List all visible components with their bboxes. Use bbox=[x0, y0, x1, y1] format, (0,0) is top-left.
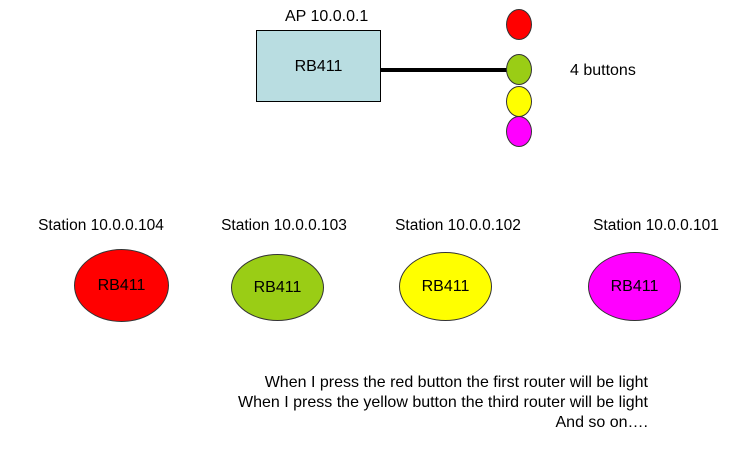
buttons-caption: 4 buttons bbox=[570, 62, 636, 79]
caption-block: When I press the red button the first ro… bbox=[148, 373, 648, 433]
yellow-button-icon[interactable] bbox=[506, 86, 532, 117]
ap-node-box: RB411 bbox=[256, 30, 381, 102]
station-node-103-label: RB411 bbox=[253, 279, 302, 296]
station-node-103: RB411 bbox=[231, 254, 324, 321]
magenta-button-icon[interactable] bbox=[506, 116, 532, 147]
station-node-102-label: RB411 bbox=[421, 278, 470, 295]
station-node-101: RB411 bbox=[588, 252, 681, 321]
caption-line-3: And so on…. bbox=[555, 414, 649, 431]
station-node-104-label: RB411 bbox=[97, 277, 146, 294]
caption-line-2: When I press the yellow button the third… bbox=[238, 394, 648, 411]
ap-to-buttons-link bbox=[381, 68, 509, 72]
station-label-103: Station 10.0.0.103 bbox=[221, 217, 347, 234]
station-node-104: RB411 bbox=[74, 249, 169, 322]
caption-line-1: When I press the red button the first ro… bbox=[264, 374, 648, 391]
station-node-102: RB411 bbox=[399, 252, 492, 321]
green-button-icon[interactable] bbox=[506, 54, 532, 85]
ap-label: AP 10.0.0.1 bbox=[285, 8, 369, 25]
ap-node-label: RB411 bbox=[294, 57, 343, 75]
station-node-101-label: RB411 bbox=[610, 278, 659, 295]
station-label-101: Station 10.0.0.101 bbox=[593, 217, 719, 234]
station-label-104: Station 10.0.0.104 bbox=[38, 217, 164, 234]
red-button-icon[interactable] bbox=[506, 9, 532, 40]
station-label-102: Station 10.0.0.102 bbox=[395, 217, 521, 234]
